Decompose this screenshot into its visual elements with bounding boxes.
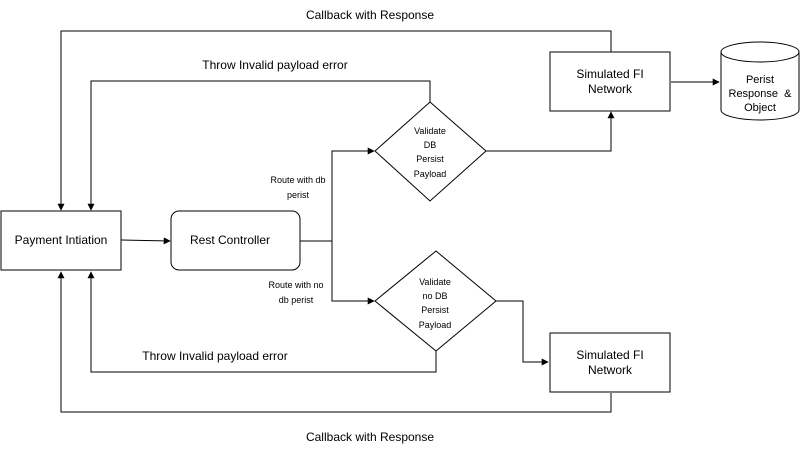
label-throw-top: Throw Invalid payload error — [202, 58, 347, 72]
edge-callback-top — [57, 30, 612, 211]
node-validate-db-line-2: DB — [424, 140, 437, 150]
node-fi-network-bottom-line-1: Simulated FI — [576, 348, 643, 362]
node-payment-initiation — [0, 210, 122, 271]
node-persist-line-1: Perist — [746, 74, 774, 86]
label-route-nodb-line-1: Route with no — [268, 280, 323, 290]
label-throw-bottom: Throw Invalid payload error — [142, 349, 287, 363]
edge-validate-db-to-fi-top — [486, 111, 615, 152]
edge-validate-nodb-to-fi-bottom — [496, 300, 549, 366]
node-persist-line-3: Object — [744, 102, 776, 114]
node-validate-nodb-line-2: no DB — [422, 291, 447, 301]
node-validate-nodb-line-4: Payload — [419, 320, 452, 330]
edge-throw-top — [87, 80, 431, 211]
edge-payment-to-rest — [120, 237, 171, 245]
edge-callback-bottom — [57, 271, 612, 413]
node-validate-db-line-1: Validate — [414, 126, 446, 136]
edge-rest-to-validate-db — [300, 147, 375, 242]
edge-throw-bottom — [87, 271, 437, 373]
node-validate-db-line-3: Persist — [416, 154, 444, 164]
label-callback-top: Callback with Response — [306, 8, 434, 22]
node-validate-db-line-4: Payload — [414, 169, 447, 179]
node-rest-controller — [170, 210, 301, 271]
node-fi-network-top-line-2: Network — [588, 82, 633, 96]
node-fi-network-top — [549, 51, 671, 112]
node-payment-initiation-label: Payment Intiation — [15, 233, 108, 247]
node-persist-line-2: Response & — [729, 88, 793, 100]
node-fi-network-bottom — [549, 332, 671, 393]
node-validate-nodb-line-1: Validate — [419, 277, 451, 287]
label-route-db-line-1: Route with db — [270, 175, 325, 185]
node-fi-network-top-line-1: Simulated FI — [576, 67, 643, 81]
label-route-db-line-2: perist — [287, 190, 310, 200]
node-rest-controller-label: Rest Controller — [190, 233, 270, 247]
label-callback-bottom: Callback with Response — [306, 430, 434, 444]
node-fi-network-bottom-line-2: Network — [588, 363, 633, 377]
node-validate-nodb-line-3: Persist — [421, 305, 449, 315]
node-validate-db — [374, 101, 487, 202]
node-persist-database — [720, 41, 800, 121]
label-route-nodb-line-2: db perist — [279, 295, 314, 305]
node-validate-nodb — [374, 250, 497, 352]
edge-rest-to-validate-nodb — [331, 241, 375, 305]
